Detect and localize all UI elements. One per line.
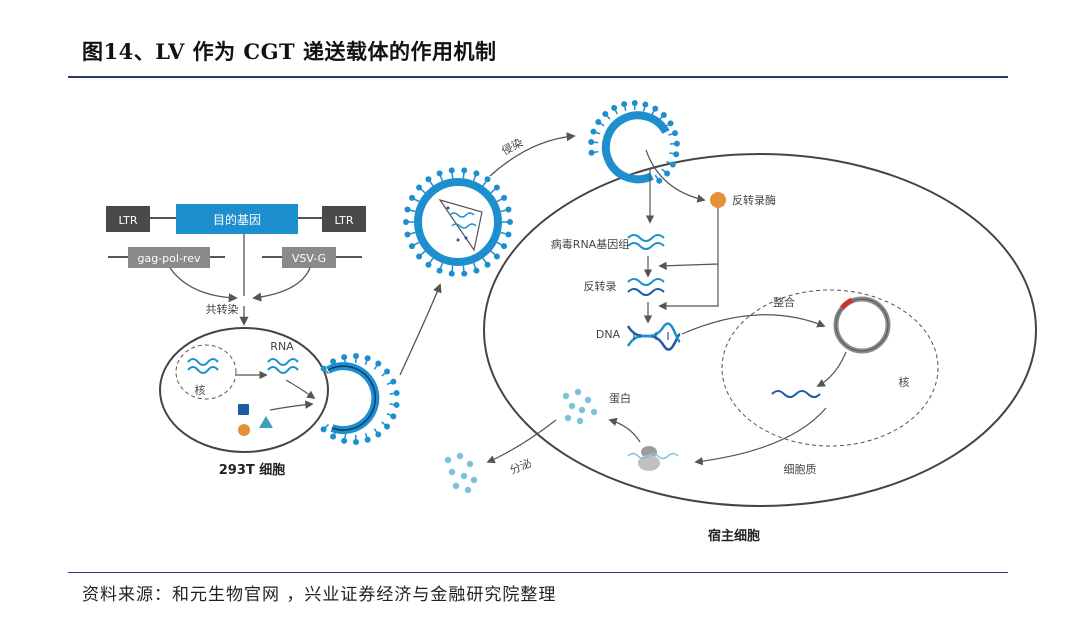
dna-label: DNA <box>596 328 621 341</box>
reverse-transcriptase-icon <box>710 192 726 208</box>
ltr-left-box <box>106 206 150 232</box>
entering-virus-icon <box>588 100 680 184</box>
source-note: 资料来源：和元生物官网 ，兴业证券经济与金融研究院整理 <box>82 585 557 605</box>
ltr-right-box <box>322 206 366 232</box>
vsv-g-box <box>282 247 336 268</box>
host-cell-label: 宿主细胞 <box>708 528 760 544</box>
nucleus-293t <box>175 344 237 400</box>
rna-label: RNA <box>270 340 294 353</box>
secreted-protein-icon <box>444 452 478 494</box>
viral-rna-genome-label: 病毒RNA基因组 <box>551 237 629 251</box>
secretion-label: 分泌 <box>508 457 533 477</box>
gag-pol-rev-label: gag-pol-rev <box>138 252 201 265</box>
protein-label: 蛋白 <box>609 391 631 405</box>
dna-helix-icon <box>626 322 681 351</box>
host-cell: 核 细胞质 <box>483 153 1037 507</box>
cell-293t-label: 293T 细胞 <box>219 462 286 478</box>
ltr-left-label: LTR <box>119 214 138 227</box>
host-nucleus <box>721 289 939 447</box>
plasmid-construct: LTR 目的基因 LTR gag-pol-rev VSV-G 共转染 <box>106 204 366 326</box>
gag-pol-rev-box <box>128 247 210 268</box>
reverse-transcriptase-label: 反转录酶 <box>732 193 776 207</box>
protein-cluster-icon <box>562 388 598 425</box>
integration-label: 整合 <box>773 295 795 309</box>
protein-circle-icon <box>238 424 250 436</box>
host-genome-icon <box>833 296 891 354</box>
gene-label: 目的基因 <box>213 212 261 227</box>
title-rule <box>68 76 1008 78</box>
lentivirus-particle-icon <box>403 167 513 277</box>
figure-title: 图14、LV 作为 CGT 递送载体的作用机制 <box>82 39 497 64</box>
source-rule <box>68 572 1008 573</box>
cotransfection-label: 共转染 <box>206 302 239 316</box>
ltr-right-label: LTR <box>335 214 354 227</box>
protein-triangle-icon <box>259 416 273 428</box>
lv-mechanism-diagram: LTR 目的基因 LTR gag-pol-rev VSV-G 共转染 核 RNA <box>106 100 1037 544</box>
vsv-g-label: VSV-G <box>292 252 326 265</box>
infection-label: 侵染 <box>499 135 525 158</box>
protein-square-icon <box>238 404 249 415</box>
host-nucleus-label: 核 <box>899 375 910 389</box>
budding-virus-icon <box>320 353 400 445</box>
gene-box <box>176 204 298 234</box>
cytoplasm-label: 细胞质 <box>784 463 817 476</box>
reverse-transcription-label: 反转录 <box>584 279 617 293</box>
cell-293t: 核 RNA 293T 细胞 <box>159 327 329 478</box>
nucleus-293t-label: 核 <box>195 383 206 397</box>
ribosome-icon <box>627 446 679 471</box>
